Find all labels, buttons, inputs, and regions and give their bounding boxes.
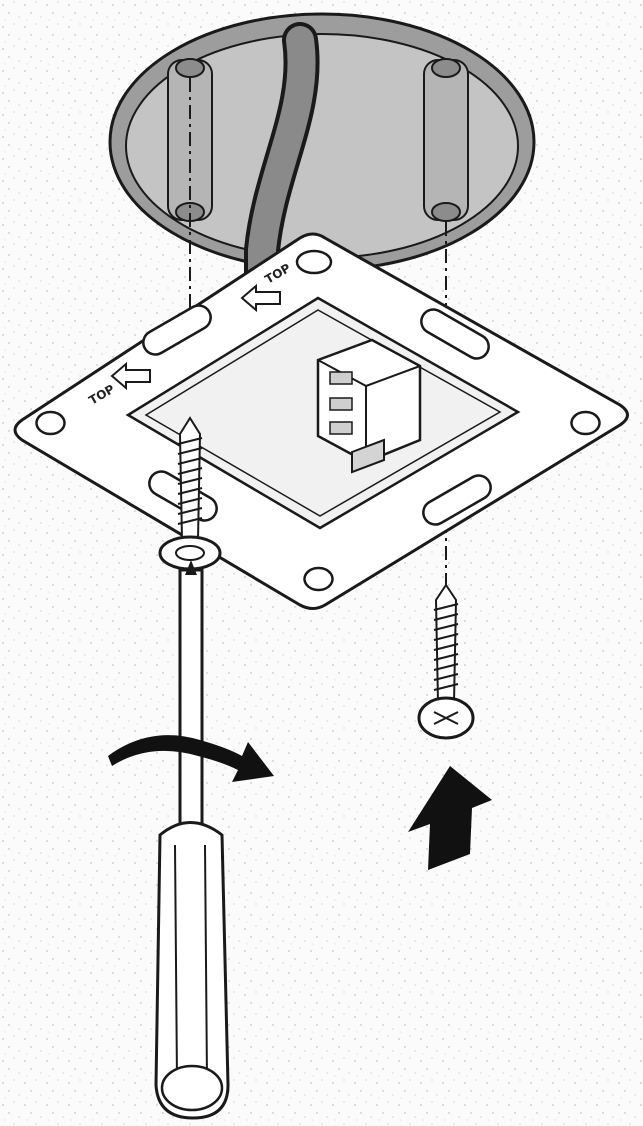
rotation-arrow-icon bbox=[108, 735, 274, 782]
push-up-arrow-icon bbox=[408, 766, 492, 870]
screwdriver-icon bbox=[154, 560, 230, 1120]
wall-box-icon bbox=[108, 12, 536, 272]
screw-icon-right bbox=[417, 583, 475, 740]
top-arrow-icon bbox=[110, 283, 281, 391]
screw-icon bbox=[158, 416, 222, 571]
terminal-block-icon bbox=[316, 338, 422, 474]
